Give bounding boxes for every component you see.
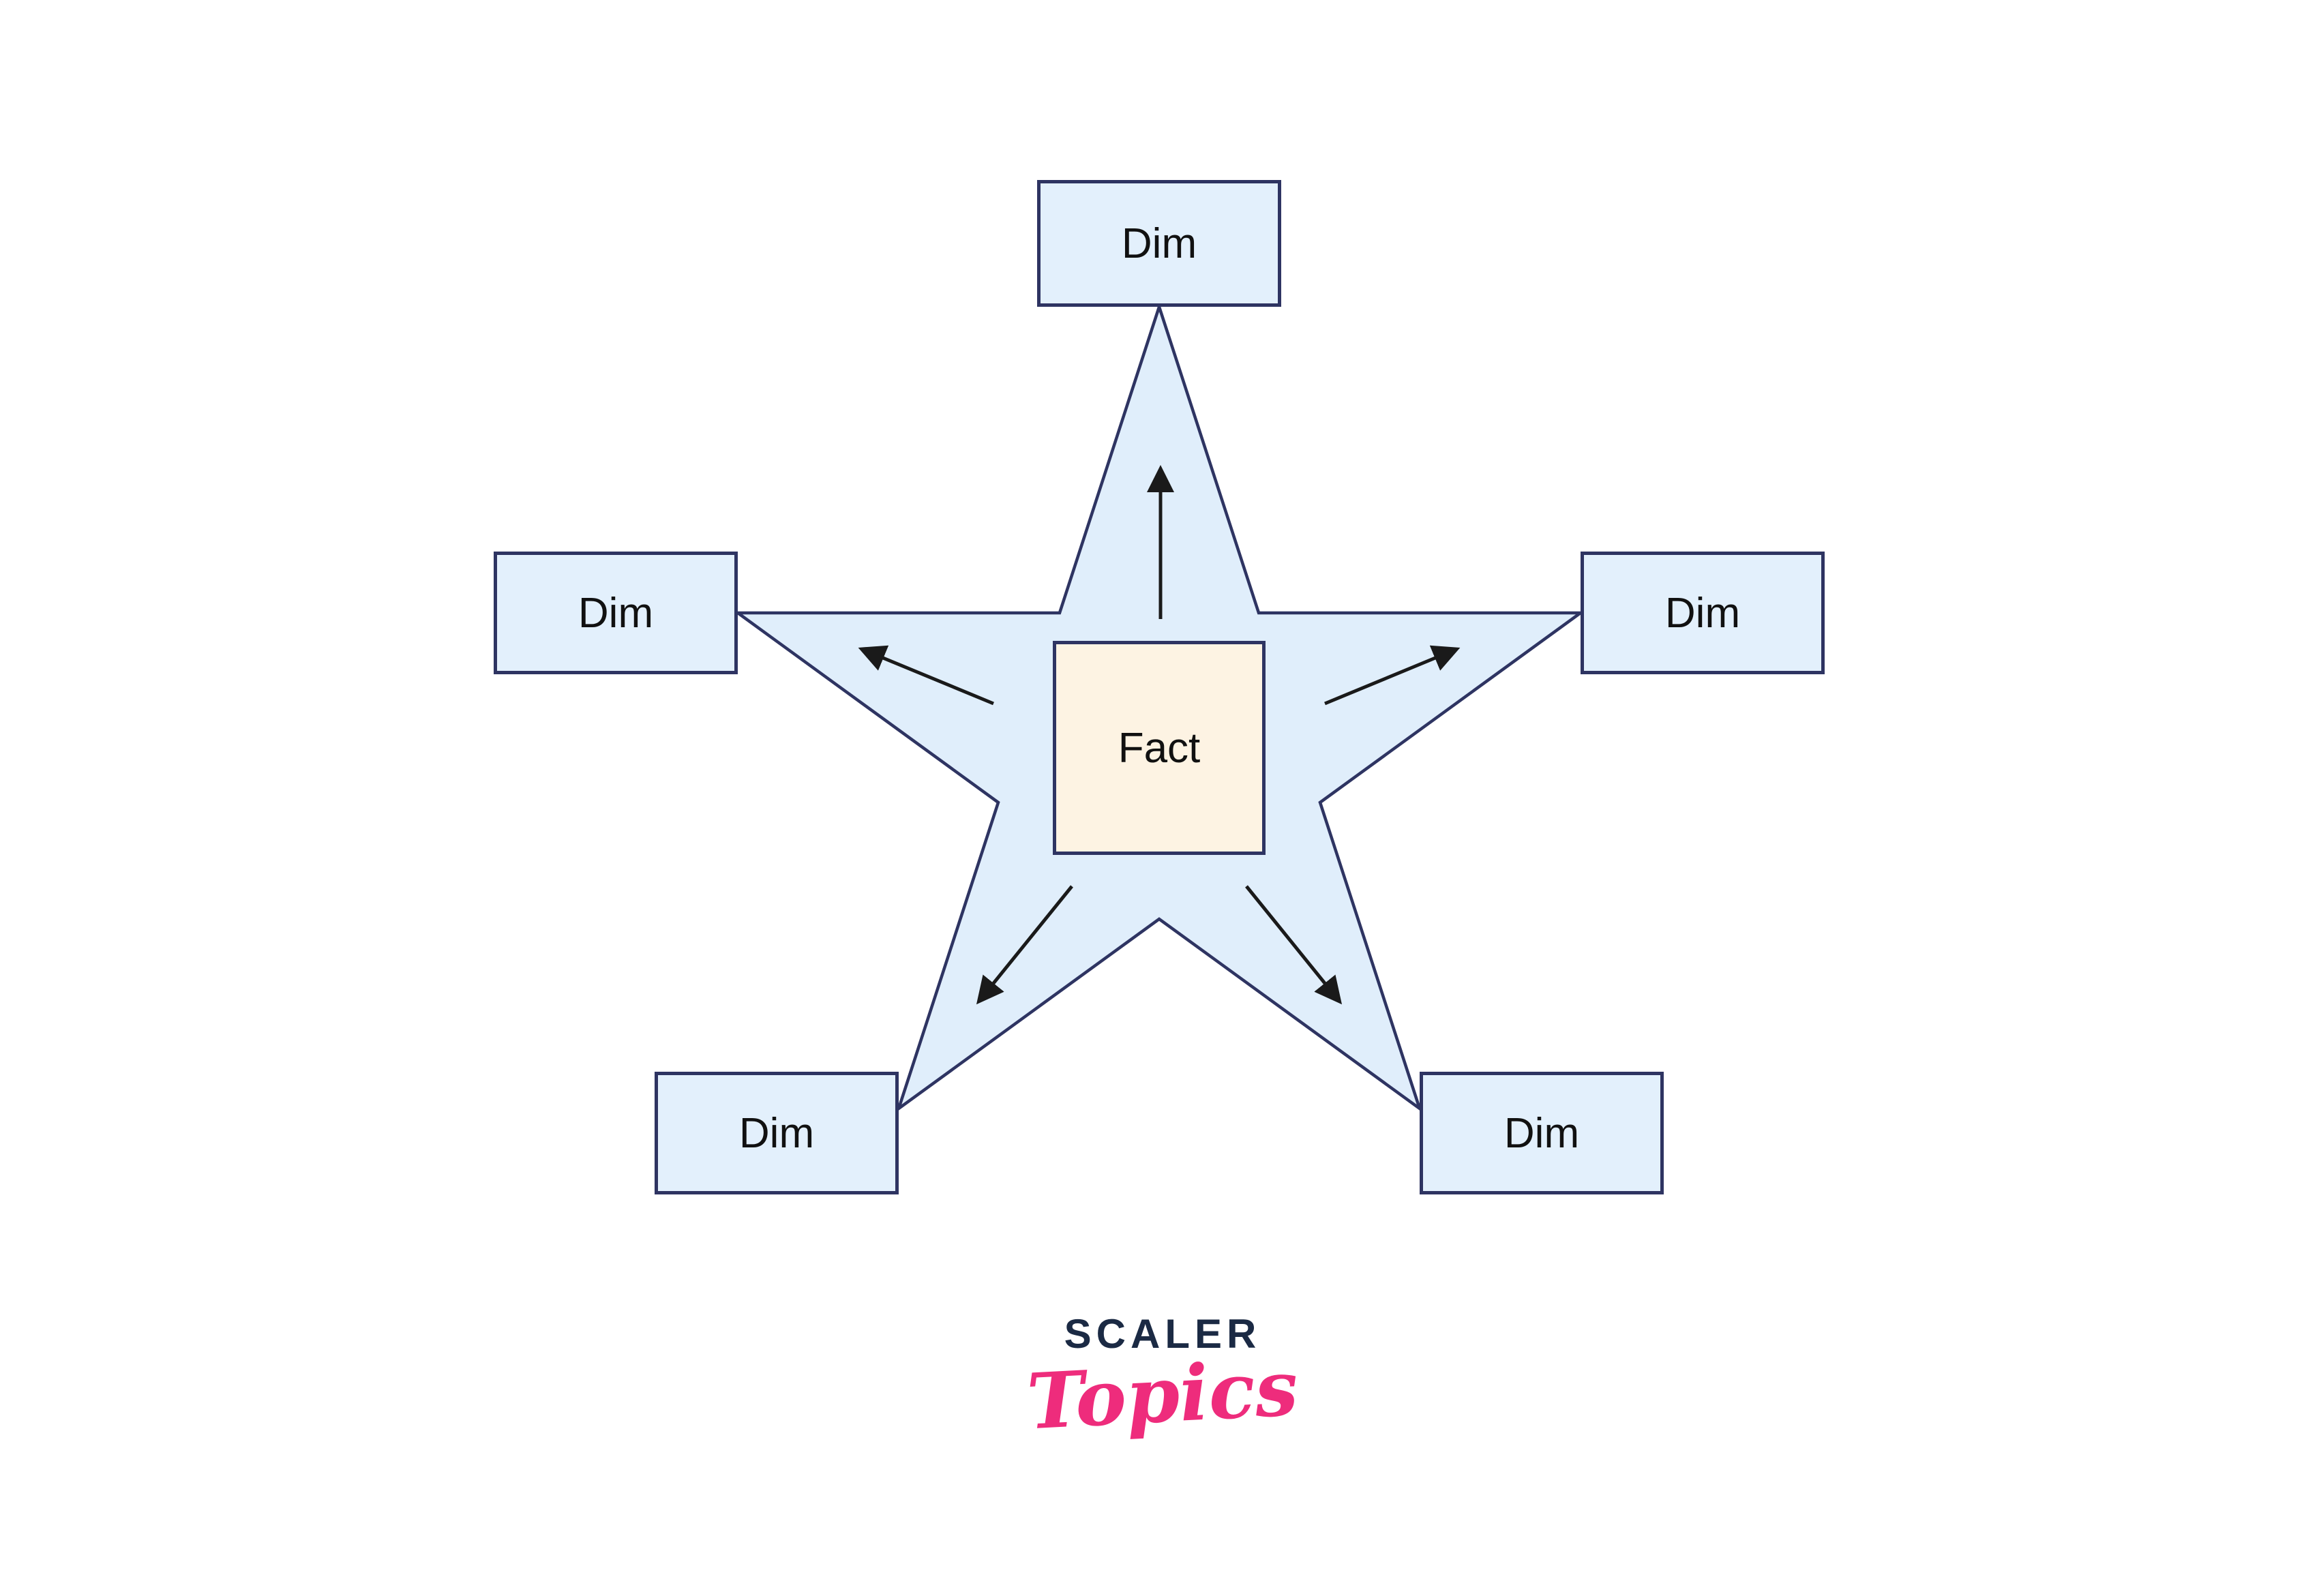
dim-node-left-label: Dim bbox=[578, 589, 654, 637]
arrow-to-bottom-left-dim bbox=[976, 885, 1073, 1005]
dim-node-bottom-right: Dim bbox=[1420, 1072, 1664, 1194]
fact-node: Fact bbox=[1053, 641, 1266, 855]
dim-node-top: Dim bbox=[1037, 180, 1281, 307]
arrow-to-bottom-right-dim bbox=[1245, 885, 1343, 1005]
logo-brand-text: SCALER bbox=[1064, 1311, 1261, 1357]
dim-node-bottom-left: Dim bbox=[655, 1072, 899, 1194]
dim-node-right: Dim bbox=[1581, 552, 1825, 674]
fact-to-dim-arrows bbox=[858, 465, 1461, 1005]
arrow-to-left-dim bbox=[858, 645, 994, 706]
dim-node-left: Dim bbox=[494, 552, 738, 674]
dim-node-right-label: Dim bbox=[1664, 589, 1741, 637]
fact-node-label: Fact bbox=[1118, 724, 1201, 772]
dim-node-top-label: Dim bbox=[1121, 220, 1197, 267]
dim-node-bottom-right-label: Dim bbox=[1503, 1109, 1580, 1157]
dim-node-bottom-left-label: Dim bbox=[738, 1109, 815, 1157]
scaler-topics-logo: SCALER Topics bbox=[1025, 1310, 1300, 1447]
arrow-to-right-dim bbox=[1324, 645, 1461, 706]
logo-sub-text: Topics bbox=[1025, 1343, 1300, 1447]
